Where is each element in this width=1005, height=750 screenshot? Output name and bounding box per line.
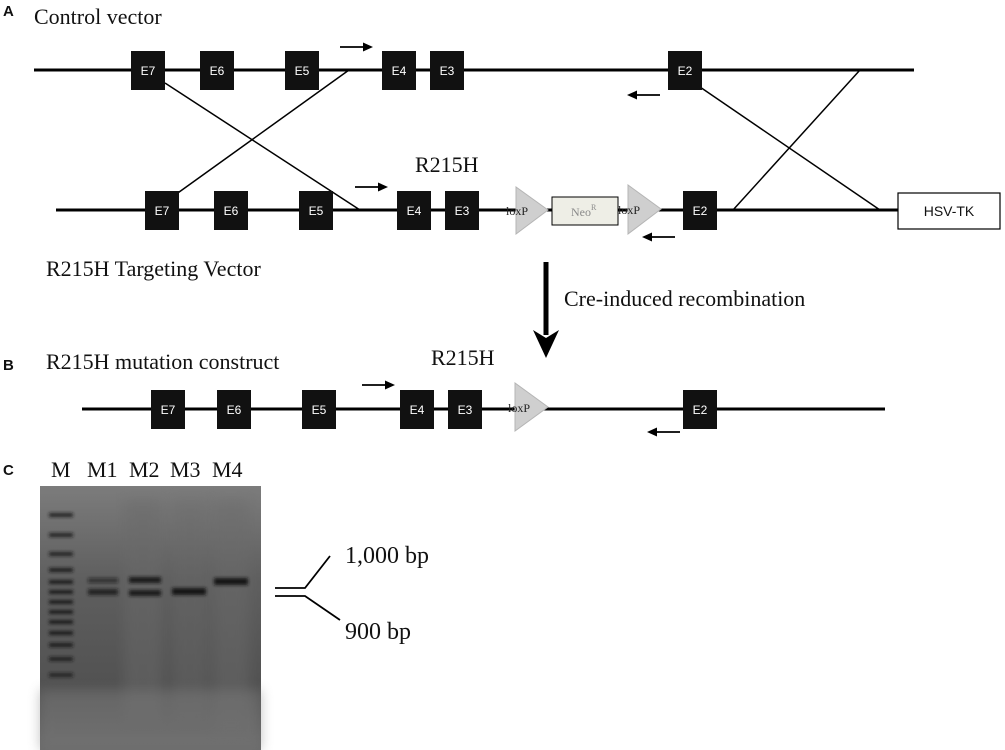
loxp-label: loxP [508,401,530,415]
targeting-vector-title: R215H Targeting Vector [46,256,261,281]
control-exon-label: E2 [678,64,693,78]
targeting-exon: E7 [145,191,179,230]
mutation-label-b: R215H [431,345,495,370]
reverse-primer-arrow [647,427,680,437]
forward-primer-arrow [362,380,395,390]
loxp-site: loxP [506,186,549,235]
targeting-exon-label: E4 [407,204,422,218]
sample-bands [88,577,248,596]
lane-label-m4: M4 [212,457,243,482]
control-exon: E3 [430,51,464,90]
construct-exon-label: E3 [458,403,473,417]
ladder-bands [49,513,73,677]
lane-label-m2: M2 [129,457,160,482]
construct-exon: E5 [302,390,336,429]
cre-recombination-label: Cre-induced recombination [564,286,805,311]
neo-label: NeoR [571,203,597,219]
construct-exon: E2 [683,390,717,429]
control-exon: E4 [382,51,416,90]
panel-a-letter: A [3,3,14,20]
neo-cassette: NeoR [551,196,619,226]
targeting-exon-label: E6 [224,204,239,218]
targeting-exon-label: E2 [693,204,708,218]
control-exon: E5 [285,51,319,90]
control-exon-label: E7 [141,64,156,78]
loxp-label: loxP [618,203,640,217]
panel-a: A Control vector E7 E6 E5 E4 E3 [3,3,1001,281]
targeting-exon-label: E7 [155,204,170,218]
cre-recombination-arrow: Cre-induced recombination [533,262,805,358]
control-exon-label: E6 [210,64,225,78]
control-exon: E6 [200,51,234,90]
construct-exon-label: E4 [410,403,425,417]
targeting-exon-label: E3 [455,204,470,218]
panel-c-letter: C [3,462,14,479]
construct-exon: E4 [400,390,434,429]
hsv-tk-label: HSV-TK [924,203,975,219]
forward-primer-arrow [340,42,373,52]
construct-exon: E7 [151,390,185,429]
reverse-primer-arrow [627,90,660,100]
reverse-primer-arrow [642,232,675,242]
targeting-exon: E6 [214,191,248,230]
loxp-site: loxP [618,184,662,236]
lane-label-m3: M3 [170,457,201,482]
targeting-exon: E2 [683,191,717,230]
panel-b-letter: B [3,357,14,374]
targeting-exon: E5 [299,191,333,230]
mutation-construct-title: R215H mutation construct [46,349,279,374]
lane-label-m1: M1 [87,457,118,482]
construct-exon-label: E7 [161,403,176,417]
lane-label-m: M [51,457,71,482]
neo-superscript: R [591,203,597,212]
panel-c: C M M1 M2 M3 M4 [3,457,429,750]
control-exon-label: E3 [440,64,455,78]
crossover-line [164,82,361,211]
control-exon-label: E5 [295,64,310,78]
construct-exon: E6 [217,390,251,429]
gel-image [40,486,261,750]
forward-primer-arrow [355,182,388,192]
bp-marker-1000: 1,000 bp [345,543,429,569]
mutation-label: R215H [415,152,479,177]
crossover-line [174,69,350,196]
targeting-exon: E3 [445,191,479,230]
loxp-label: loxP [506,204,528,218]
construct-exon-label: E6 [227,403,242,417]
construct-exon-label: E2 [693,403,708,417]
control-exon: E7 [131,51,165,90]
targeting-exon-label: E5 [309,204,324,218]
hsv-tk-cassette: HSV-TK [897,192,1001,230]
construct-exon-label: E5 [312,403,327,417]
bp-bracket [275,555,341,621]
targeting-exon: E4 [397,191,431,230]
bp-marker-900: 900 bp [345,619,411,645]
loxp-site: loxP [508,382,549,432]
panel-b: B R215H mutation construct R215H E7 E6 E… [3,345,885,437]
neo-text: Neo [571,205,591,219]
control-exon-label: E4 [392,64,407,78]
crossover-line [699,86,881,211]
control-vector-title: Control vector [34,4,162,29]
crossover-line [732,69,861,211]
control-exon: E2 [668,51,702,90]
construct-exon: E3 [448,390,482,429]
